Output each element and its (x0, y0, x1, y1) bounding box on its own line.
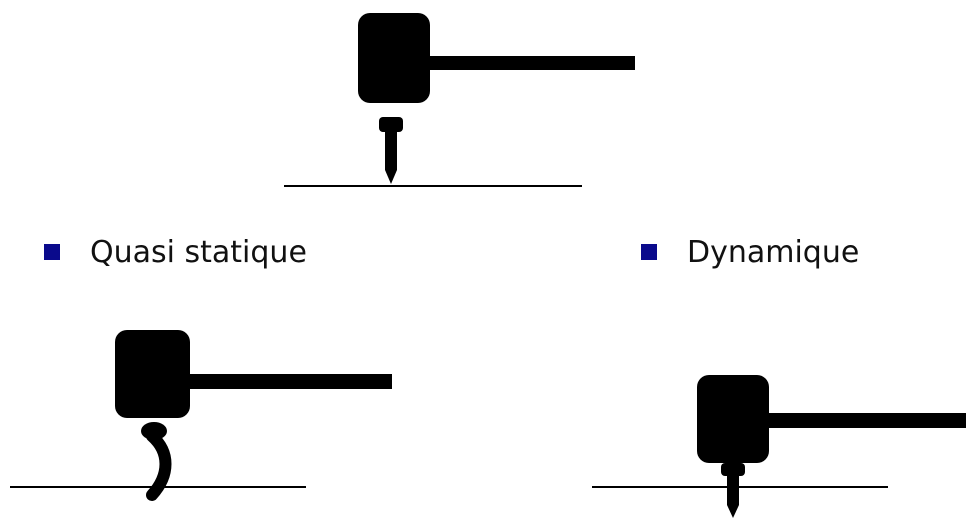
probe-quasi-statique (10, 330, 392, 501)
probe-top (284, 13, 635, 187)
sensor-head-icon (697, 375, 769, 463)
probe-arm (765, 413, 966, 428)
blue-square-bullet-icon (44, 244, 60, 260)
needle-icon (721, 463, 745, 518)
bullet-item-quasi-statique: Quasi statique (44, 232, 307, 272)
curved-stylus-icon (141, 422, 172, 501)
probe-dynamique (592, 375, 966, 518)
needle-icon (379, 117, 403, 184)
blue-square-bullet-icon (641, 244, 657, 260)
probe-arm (426, 56, 635, 70)
probe-arm (186, 374, 392, 389)
bullet-item-dynamique: Dynamique (641, 232, 859, 272)
sensor-head-icon (115, 330, 190, 418)
sensor-head-icon (358, 13, 430, 103)
label-quasi-statique: Quasi statique (90, 234, 307, 270)
label-dynamique: Dynamique (687, 234, 860, 270)
